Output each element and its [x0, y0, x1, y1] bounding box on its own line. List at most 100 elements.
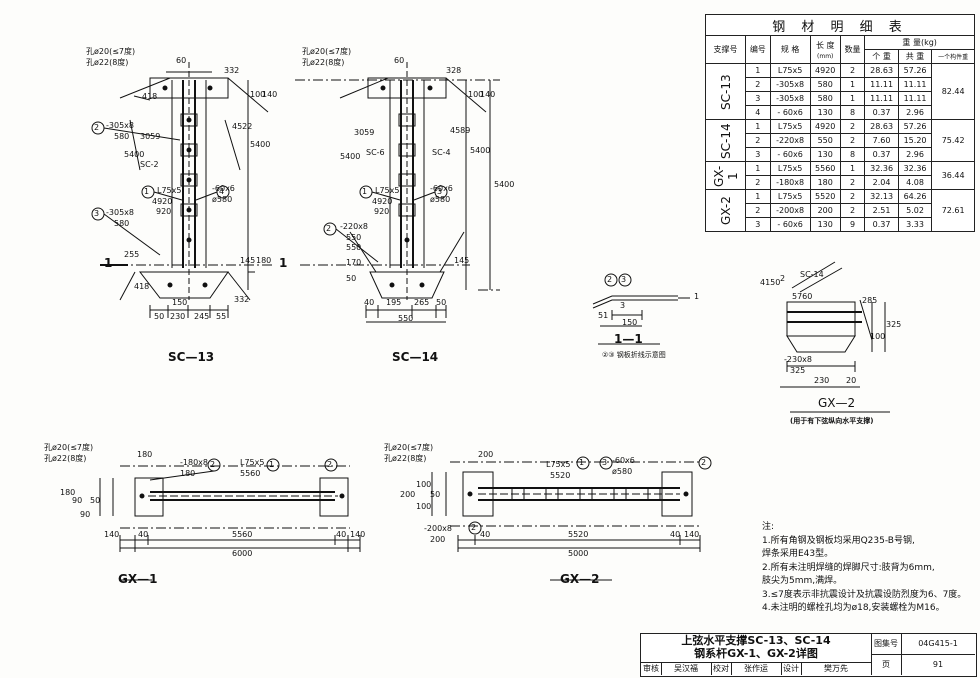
- sc13-dim-332b: 332: [234, 295, 250, 304]
- gx2-dim-200: 200: [478, 450, 494, 459]
- sc14-dim-50: 50: [346, 274, 357, 283]
- gx2-drawing: [431, 456, 712, 581]
- gx1-caption: GX—1: [118, 572, 158, 586]
- note-line: 1.所有角钢及钢板均采用Q235-B号钢,: [762, 535, 915, 546]
- sc14-drawing: [295, 62, 500, 323]
- item-qty: 1: [839, 77, 866, 92]
- title-line-1: 上弦水平支撑SC-13、SC-14: [681, 634, 831, 647]
- sc13-dim-b3: 245: [194, 312, 210, 321]
- section-caption: 1—1: [614, 332, 643, 346]
- item-total-weight: 2.96: [897, 105, 933, 120]
- sc13-dim-5400a: 5400: [124, 150, 145, 159]
- gx2d-dim-325b: 325: [790, 366, 806, 375]
- title-block-title: 上弦水平支撑SC-13、SC-14 钢系杆GX-1、GX-2详图: [641, 634, 872, 663]
- gx2-callout-3: 3: [602, 458, 608, 467]
- gx2-hole-label-1: 孔ø20(≤7度): [384, 443, 434, 452]
- item-total-weight: 57.26: [897, 119, 933, 134]
- gx2d-note: (用于有下弦纵向水平支撑): [790, 417, 874, 425]
- sc13-dim-3059: 3059: [140, 132, 161, 141]
- page-label: 页: [871, 654, 902, 675]
- sc13-dim-180: 180: [256, 256, 272, 265]
- th-total-weight: 共 重: [897, 49, 933, 64]
- gx2-dim-140: 140: [684, 530, 700, 539]
- section-marker: 1: [694, 292, 700, 301]
- sc14-dim-5400b: 5400: [470, 146, 491, 155]
- item-total-weight: 15.20: [897, 133, 933, 148]
- item-spec: L75x5: [769, 161, 811, 176]
- sc14-dim-140: 140: [480, 90, 496, 99]
- item-spec: -180x8: [769, 175, 811, 190]
- title-line-2: 钢系杆GX-1、GX-2详图: [694, 647, 818, 660]
- sc13-dim-5400b: 5400: [250, 140, 271, 149]
- sc14-angle-spec: L75x5: [375, 186, 400, 195]
- item-total-weight: 11.11: [897, 77, 933, 92]
- item-qty: 8: [839, 147, 866, 162]
- item-total-weight: 4.08: [897, 175, 933, 190]
- sc13-plate3-spec: -305x8: [106, 208, 134, 217]
- gx2d-plate2: -230x8: [784, 355, 812, 364]
- item-unit-weight: 0.37: [864, 217, 899, 232]
- sc13-drawing: [91, 62, 275, 318]
- support-group-name: GX-2: [705, 189, 746, 232]
- gx1-callout-2: 2: [210, 460, 216, 469]
- gx1-dim-140b: 140: [350, 530, 366, 539]
- gx2d-dim-4150: 4150: [760, 278, 781, 287]
- item-total-weight: 11.11: [897, 91, 933, 106]
- item-qty: 9: [839, 217, 866, 232]
- th-unit-weight: 个 重: [864, 49, 899, 64]
- sc14-hole-label-1: 孔ø20(≤7度): [302, 47, 352, 56]
- gx1-angle-len: 5560: [240, 469, 261, 478]
- gx2-plate3-spec: -60x6: [612, 456, 635, 465]
- sc13-dim-145: 145: [240, 256, 256, 265]
- gx2d-caption: GX—2: [818, 396, 856, 410]
- item-unit-weight: 28.63: [864, 63, 899, 78]
- gx1-side-2: 180: [60, 488, 76, 497]
- gx2-callout-1: 1: [579, 458, 585, 467]
- item-qty: 2: [839, 133, 866, 148]
- gx1-drawing: [99, 458, 361, 581]
- sc13-caption: SC—13: [168, 350, 215, 364]
- sc13-dim-140: 140: [262, 90, 278, 99]
- gx1-side-4: 90: [80, 510, 91, 519]
- item-no: 2: [745, 175, 771, 190]
- gx2-dim-40b: 40: [670, 530, 681, 539]
- sc14-dim-4589: 4589: [450, 126, 471, 135]
- item-unit-weight: 0.37: [864, 105, 899, 120]
- item-unit-weight: 0.37: [864, 147, 899, 162]
- sc13-callout-4: 4: [219, 187, 225, 196]
- check-label: 校对: [711, 662, 732, 675]
- atlas-label: 图集号: [871, 634, 902, 655]
- gx2-angle-spec: L75x5: [546, 460, 571, 469]
- item-qty: 2: [839, 63, 866, 78]
- gx2-plate2-spec: -200x8: [424, 524, 452, 533]
- item-spec: L75x5: [769, 119, 811, 134]
- gx2-side-2: 100: [416, 480, 432, 489]
- gx2d-dim-20: 20: [846, 376, 857, 385]
- sc13-dim-920: 920: [156, 207, 172, 216]
- gx1-dim-40b: 40: [336, 530, 347, 539]
- item-spec: - 60x6: [769, 147, 811, 162]
- sc13-dim-418b: 418: [134, 282, 150, 291]
- sc13-plate4-spec: -60x6: [212, 184, 235, 193]
- gx1-dim-40a: 40: [138, 530, 149, 539]
- sc13-angle-len: 4920: [152, 197, 173, 206]
- item-no: 4: [745, 105, 771, 120]
- item-length: 180: [809, 175, 841, 190]
- support-group-name: SC-14: [705, 119, 746, 162]
- sc13-hole-label-1: 孔ø20(≤7度): [86, 47, 136, 56]
- sc14-plate2-len: 550: [346, 233, 362, 242]
- item-qty: 2: [839, 189, 866, 204]
- th-spec: 规 格: [769, 35, 811, 64]
- table-title: 钢 材 明 细 表: [705, 14, 975, 36]
- sc14-angle-len: 4920: [372, 197, 393, 206]
- section-1-1-drawing: [592, 273, 690, 345]
- th-length-text: 长 度: [815, 40, 835, 50]
- gx1-callout-1: 1: [269, 460, 275, 469]
- th-per-item: 一个构件重: [931, 49, 975, 64]
- atlas-number: 04G415-1: [901, 634, 975, 655]
- gx1-callout-2b: 2: [327, 460, 333, 469]
